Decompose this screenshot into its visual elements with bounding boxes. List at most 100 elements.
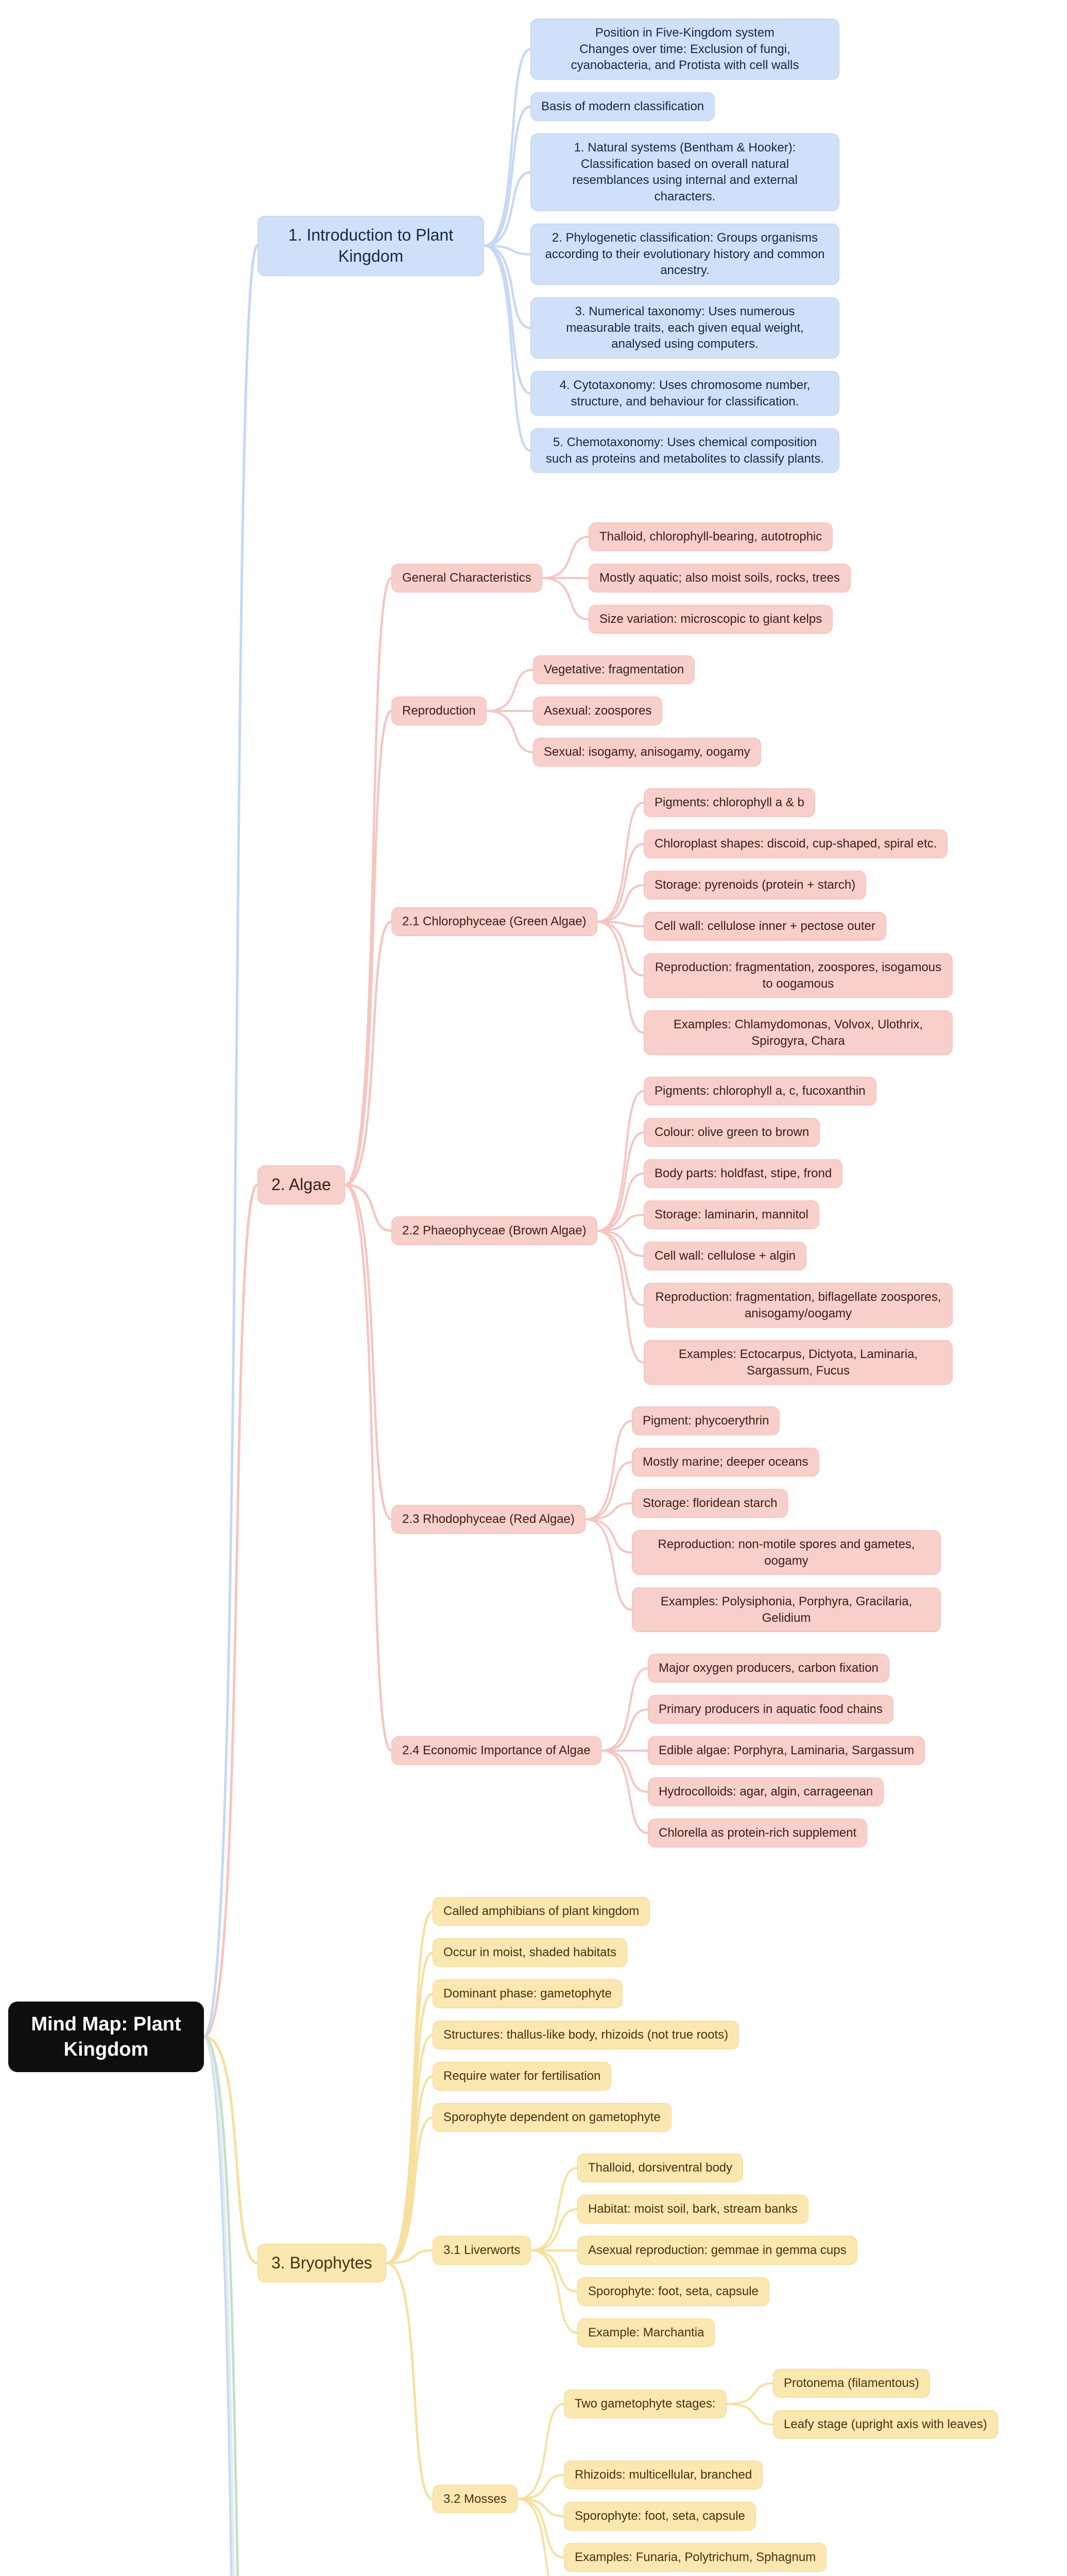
leaf-node[interactable]: Structures: thallus-like body, rhizoids … — [433, 2021, 739, 2049]
leaf-node[interactable]: Basis of modern classification — [530, 92, 715, 121]
leaf-node[interactable]: Vegetative: fragmentation — [533, 655, 695, 684]
group-node[interactable]: 2.1 Chlorophyceae (Green Algae) — [391, 907, 597, 936]
leaf-node[interactable]: Pigments: chlorophyll a & b — [644, 788, 815, 817]
leaf-node[interactable]: Occur in moist, shaded habitats — [433, 1938, 628, 1967]
leaf-node[interactable]: Chlorella as protein-rich supplement — [648, 1819, 868, 1848]
leaf-node[interactable]: Storage: laminarin, mannitol — [644, 1200, 819, 1229]
group-node[interactable]: Reproduction — [391, 697, 487, 725]
leaf-node[interactable]: 1. Natural systems (Bentham & Hooker): C… — [530, 133, 839, 211]
leaf-node[interactable]: Rhizoids: multicellular, branched — [564, 2461, 763, 2489]
leaf-node[interactable]: Storage: floridean starch — [632, 1489, 788, 1518]
connector-edge — [541, 577, 590, 620]
leaf-node[interactable]: Examples: Ectocarpus, Dictyota, Laminari… — [644, 1340, 953, 1385]
leaf-node[interactable]: Storage: pyrenoids (protein + starch) — [644, 871, 867, 900]
leaf-node[interactable]: Size variation: microscopic to giant kel… — [589, 605, 833, 634]
leaf-node[interactable]: Example: Marchantia — [577, 2318, 715, 2347]
connector-edge — [596, 921, 645, 1034]
connector-edge — [596, 1131, 645, 1232]
leaf-node[interactable]: Pigment: phycoerythrin — [632, 1406, 780, 1435]
connector-edge — [584, 1518, 633, 1611]
connector-edge — [517, 2403, 565, 2500]
connector-edge — [486, 669, 534, 712]
leaf-node[interactable]: Major oxygen producers, carbon fixation — [648, 1654, 889, 1683]
leaf-node[interactable]: Asexual: zoospores — [533, 697, 663, 725]
leaf-node[interactable]: Chloroplast shapes: discoid, cup-shaped,… — [644, 829, 948, 858]
connector-edge — [600, 1708, 649, 1752]
connector-edge — [385, 2262, 434, 2500]
connector-edge — [530, 2208, 578, 2251]
leaf-node[interactable]: Pigments: chlorophyll a, c, fucoxanthin — [644, 1077, 876, 1106]
leaf-node[interactable]: Position in Five-Kingdom system Changes … — [530, 19, 839, 80]
leaf-node[interactable]: Examples: Funaria, Polytrichum, Sphagnum — [564, 2543, 827, 2572]
leaf-node[interactable]: Require water for fertilisation — [433, 2062, 612, 2091]
connector-edge — [517, 2498, 565, 2558]
leaf-node[interactable]: 5. Chemotaxonomy: Uses chemical composit… — [530, 428, 839, 473]
connector-edge — [600, 1667, 649, 1752]
connector-edge — [596, 921, 645, 927]
connector-edge — [530, 2249, 578, 2334]
connector-edge — [530, 2249, 578, 2293]
leaf-node[interactable]: Cell wall: cellulose + algin — [644, 1242, 807, 1270]
branch-topic-node[interactable]: 3. Bryophytes — [257, 2243, 386, 2283]
connector-edge — [483, 244, 532, 329]
leaf-node[interactable]: Asexual reproduction: gemmae in gemma cu… — [577, 2236, 857, 2265]
group-node[interactable]: 3.1 Liverworts — [433, 2236, 531, 2265]
group-node[interactable]: 2.3 Rhodophyceae (Red Algae) — [391, 1505, 586, 1534]
leaf-node[interactable]: Examples: Polysiphonia, Porphyra, Gracil… — [632, 1587, 941, 1633]
connector-edge — [343, 1183, 393, 1232]
leaf-node[interactable]: Sexual: isogamy, anisogamy, oogamy — [533, 738, 761, 767]
leaf-node[interactable]: 4. Cytotaxonomy: Uses chromosome number,… — [530, 371, 839, 416]
connector-edge — [600, 1750, 649, 1793]
connector-edge — [584, 1518, 633, 1554]
leaf-node[interactable]: Leafy stage (upright axis with leaves) — [773, 2410, 998, 2439]
leaf-node[interactable]: Hydrocolloids: agar, algin, carrageenan — [648, 1777, 884, 1806]
leaf-node[interactable]: Sporophyte: foot, seta, capsule — [577, 2277, 769, 2306]
connector-edge — [385, 2075, 434, 2264]
leaf-node[interactable]: Mostly aquatic; also moist soils, rocks,… — [589, 564, 851, 592]
leaf-node[interactable]: Habitat: moist soil, bark, stream banks — [577, 2195, 808, 2224]
leaf-node[interactable]: Reproduction: fragmentation, biflagellat… — [644, 1283, 953, 1328]
leaf-node[interactable]: Reproduction: fragmentation, zoospores, … — [644, 953, 953, 998]
connector-edge — [600, 1750, 649, 1834]
leaf-node[interactable]: 3. Numerical taxonomy: Uses numerous mea… — [530, 297, 839, 359]
branch-topic-node[interactable]: 1. Introduction to Plant Kingdom — [257, 215, 484, 276]
leaf-node[interactable]: Dominant phase: gametophyte — [433, 1979, 623, 2008]
leaf-node[interactable]: Edible algae: Porphyra, Laminaria, Sarga… — [648, 1736, 925, 1765]
connector-edge — [517, 2498, 549, 2576]
leaf-node[interactable]: Cell wall: cellulose inner + pectose out… — [644, 912, 886, 941]
group-node[interactable]: 3.2 Mosses — [433, 2484, 518, 2514]
connector-edge — [202, 244, 259, 2038]
leaf-node[interactable]: 2. Phylogenetic classification: Groups o… — [530, 224, 839, 285]
connector-edge — [517, 2474, 565, 2500]
connector-edge — [202, 2035, 235, 2576]
group-node[interactable]: General Characteristics — [391, 564, 542, 592]
leaf-node[interactable]: Sporophyte dependent on gametophyte — [433, 2103, 672, 2132]
leaf-node[interactable]: Reproduction: non-motile spores and game… — [632, 1530, 941, 1575]
group-node[interactable]: 2.2 Phaeophyceae (Brown Algae) — [391, 1216, 597, 1245]
leaf-node[interactable]: Sporophyte: foot, seta, capsule — [564, 2502, 756, 2531]
leaf-node[interactable]: Called amphibians of plant kingdom — [433, 1897, 650, 1926]
connector-edge — [483, 244, 532, 256]
connector-edge — [343, 1183, 393, 1521]
leaf-node[interactable]: Mostly marine; deeper oceans — [632, 1448, 819, 1477]
branch-topic-node[interactable]: 2. Algae — [257, 1165, 345, 1205]
connector-edge — [726, 2382, 774, 2405]
leaf-node[interactable]: Examples: Chlamydomonas, Volvox, Ulothri… — [644, 1010, 953, 1056]
connector-edge — [596, 802, 645, 923]
connector-edge — [483, 244, 532, 452]
group-node[interactable]: 2.4 Economic Importance of Algae — [391, 1736, 601, 1765]
connector-edge — [202, 2035, 239, 2576]
leaf-node[interactable]: Thalloid, dorsiventral body — [577, 2154, 744, 2182]
root-node[interactable]: Mind Map: Plant Kingdom — [8, 2002, 204, 2073]
leaf-node[interactable]: Primary producers in aquatic food chains — [648, 1695, 893, 1724]
leaf-node[interactable]: Colour: olive green to brown — [644, 1118, 820, 1147]
connector-edge — [530, 2167, 578, 2251]
leaf-node[interactable]: Thalloid, chlorophyll-bearing, autotroph… — [589, 522, 833, 551]
group-node[interactable]: Two gametophyte stages: — [564, 2389, 727, 2418]
connector-edge — [596, 1214, 645, 1232]
connector-edge — [596, 1090, 645, 1232]
connector-edge — [584, 1502, 633, 1520]
leaf-node[interactable]: Body parts: holdfast, stipe, frond — [644, 1159, 843, 1188]
leaf-node[interactable]: Protonema (filamentous) — [773, 2369, 930, 2398]
